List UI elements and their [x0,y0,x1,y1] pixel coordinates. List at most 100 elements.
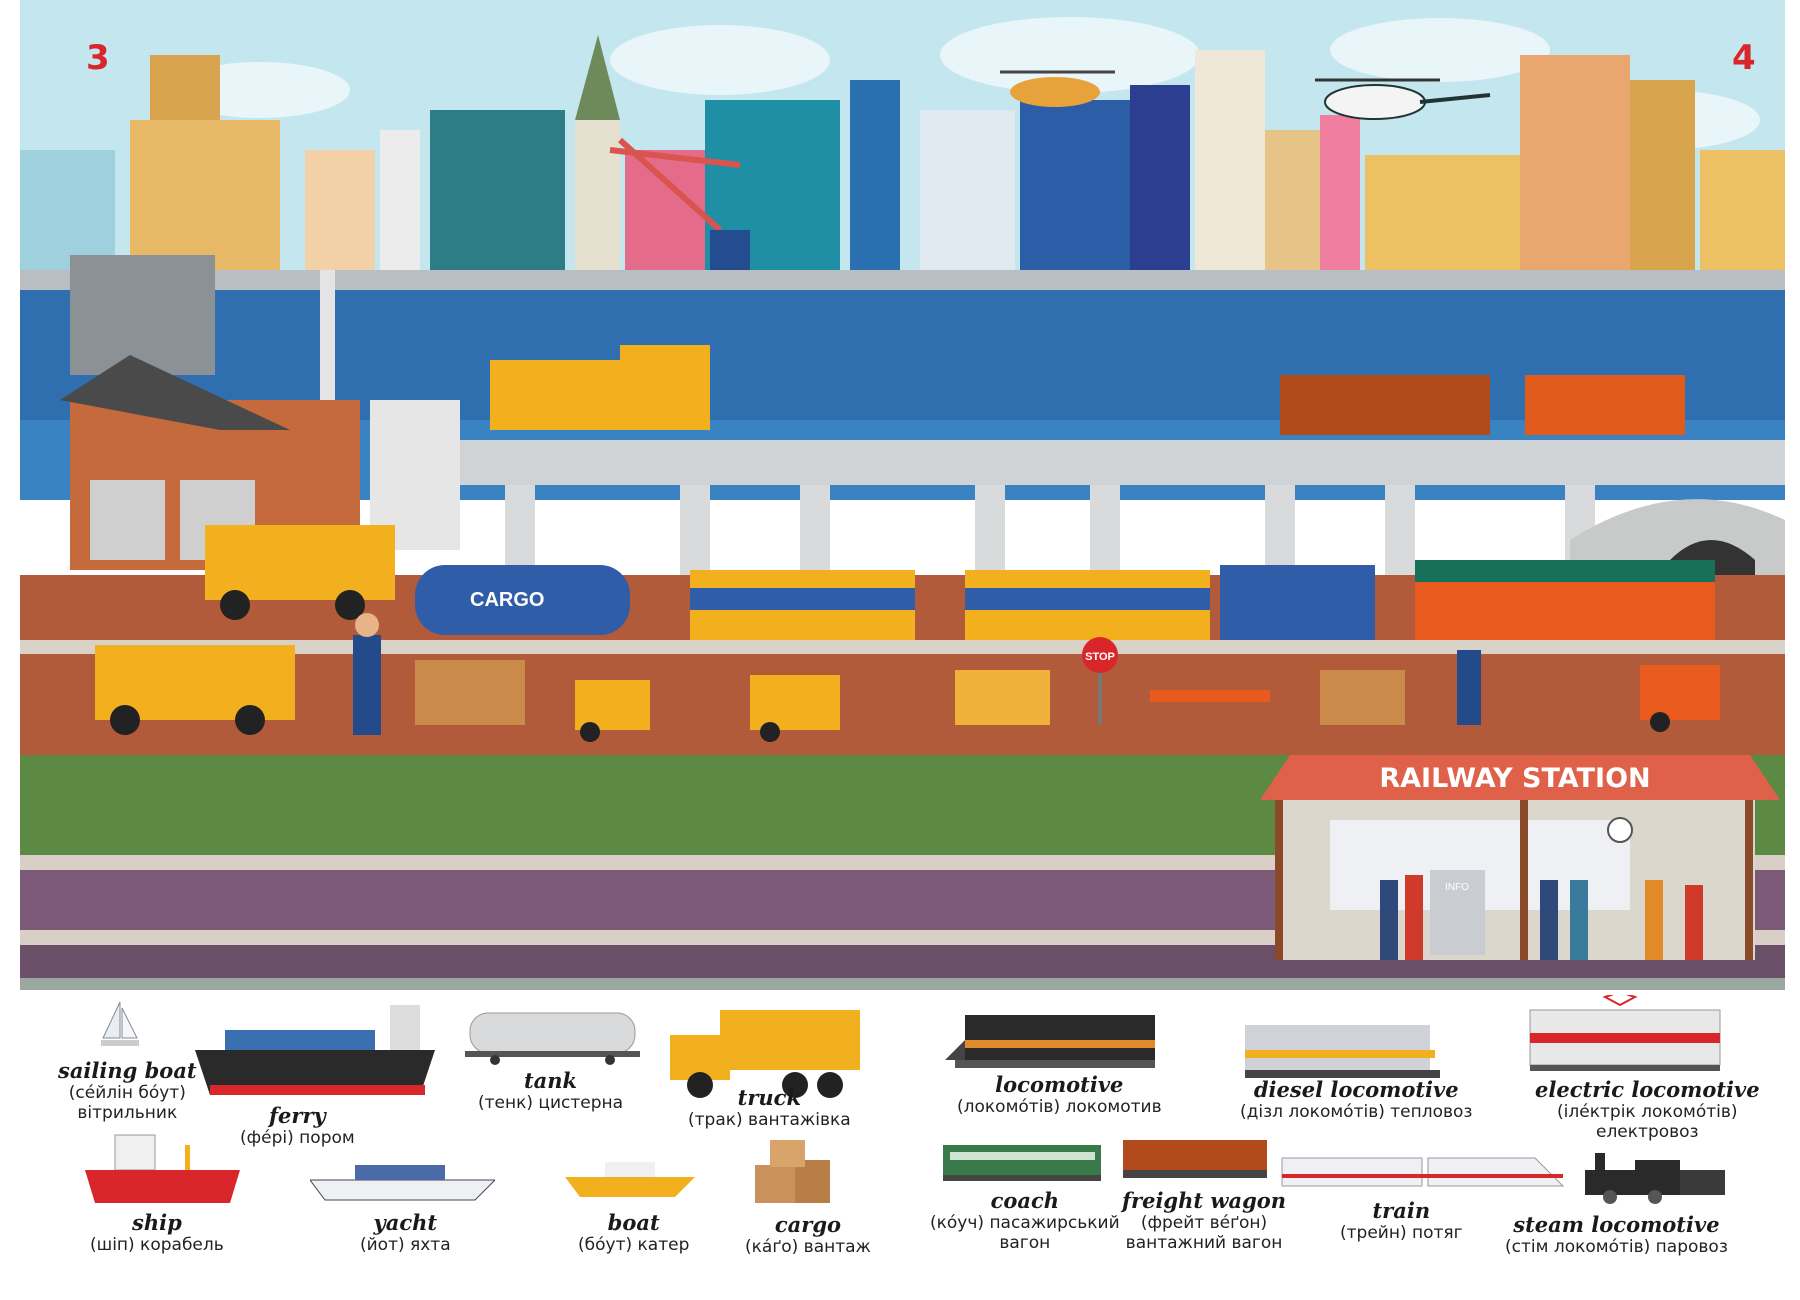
train-icon [1281,1157,1565,1187]
term-english: ferry [268,1103,326,1128]
upper-hopper-wagon [1525,375,1685,435]
page-number-right: 4 [1732,38,1756,78]
term-english: freight wagon [1122,1188,1287,1213]
page-number-left: 3 [86,38,110,78]
stop-sign-label: STOP [1085,651,1115,663]
forklift-1 [575,680,650,742]
term-translation: (бóут) катер [578,1235,690,1255]
passenger-coach-2 [965,570,1210,640]
term-english: electric locomotive [1535,1077,1760,1102]
term-translation: (трейн) потяг [1340,1223,1463,1243]
term-translation: вітрильник [77,1103,178,1123]
yard-track [20,640,1785,654]
tank-car-icon [465,1012,640,1065]
truck-icon [670,1010,860,1098]
forklift-3 [1640,665,1720,732]
term-english: cargo [774,1212,842,1237]
glossary-item-sailing-boat: sailing boat (сéйлін бóут) вітрильник [58,1058,197,1123]
worker [353,613,381,735]
forklift-2 [750,675,840,742]
info-sign: INFO [1445,882,1469,893]
term-translation: (дізл локомóтів) тепловоз [1240,1102,1473,1122]
port-crane [609,137,741,233]
term-translation: (трак) вантажівка [688,1110,851,1130]
term-translation: електровоз [1595,1122,1699,1142]
term-translation: (шіп) корабель [90,1235,224,1255]
diesel-locomotive-icon [1245,1025,1440,1078]
upper-log-wagon [1280,375,1490,435]
term-english: tank [523,1068,578,1093]
viaduct-deck [460,440,1785,485]
vocabulary-legend: sailing boat (сéйлін бóут) вітрильник fe… [0,990,1800,1300]
blue-locomotive [1220,565,1375,640]
glossary-item-truck: truck (трак) вантажівка [688,1085,851,1130]
scene-baseline [20,978,1785,990]
glossary-item-steam-locomotive: steam locomotive (стім локомóтів) парово… [1505,1212,1728,1257]
sailboat-icon [101,1001,139,1046]
glossary-item-coach: coach (кóуч) пасажирський вагон [930,1188,1120,1253]
helicopter-white [1315,78,1491,120]
glossary-item-cargo: cargo (кáґо) вантаж [745,1212,871,1257]
tank-car: CARGO [415,565,630,635]
term-translation: (локомóтів) локомотив [957,1097,1162,1117]
boat-icon [565,1162,695,1197]
passenger-coach-1 [690,570,915,640]
glossary-item-locomotive: locomotive (локомóтів) локомотив [957,1072,1162,1117]
term-translation: вантажний вагон [1125,1233,1283,1253]
glossary-item-electric-locomotive: electric locomotive (ілéктрік локомóтів)… [1535,1077,1760,1142]
electric-locomotive-icon [1529,995,1721,1071]
term-transcription: (сéйлін бóут) [68,1083,186,1103]
ferry-icon [195,1005,435,1095]
tank-car-label: CARGO [470,589,544,611]
clock-icon [1607,817,1633,843]
term-english: boat [607,1210,660,1235]
crate-pile-2 [1320,670,1405,725]
term-translation: (фéрі) пором [240,1128,355,1148]
glossary-item-tank: tank (тенк) цистерна [478,1068,623,1113]
locomotive-icon [945,1015,1155,1068]
term-translation: (стім локомóтів) паровоз [1505,1237,1728,1257]
glossary-item-ferry: ferry (фéрі) пором [240,1103,355,1148]
level-crossing-barrier [1150,690,1270,702]
passengers [1380,875,1703,960]
glossary-item-freight-wagon: freight wagon (фрейт вéґон) вантажний ва… [1122,1188,1286,1253]
yacht-icon [310,1165,495,1201]
term-english: diesel locomotive [1253,1077,1459,1102]
freight-wagon-icon [1123,1140,1267,1178]
term-english: truck [737,1085,802,1110]
term-translation: (йот) яхта [360,1235,451,1255]
cargo-boxes-icon [755,1140,830,1203]
dump-truck-1 [205,525,395,620]
term-transcription: (кóуч) пасажирський [930,1213,1120,1233]
city-skyline [20,35,1785,270]
crate-pile-1 [415,660,525,725]
upper-diesel-loco [490,345,710,430]
term-english: yacht [373,1210,438,1235]
term-english: train [1372,1198,1431,1223]
ship-icon [85,1134,240,1203]
scene-illustration: CARGO STOP RAILWAY STATION INFO [20,0,1785,990]
orange-diesel-locomotive [1415,560,1715,640]
glossary-item-ship: ship (шіп) корабель [90,1210,224,1255]
term-english: steam locomotive [1513,1212,1720,1237]
term-english: ship [132,1210,182,1235]
steam-locomotive-icon [1585,1153,1725,1204]
term-english: locomotive [995,1072,1124,1097]
term-transcription: (фрейт вéґон) [1140,1213,1268,1233]
term-transcription: (ілéктрік локомóтів) [1557,1102,1738,1122]
helicopter-orange [1000,70,1115,107]
coach-icon [943,1145,1101,1181]
term-translation: (тенк) цистерна [478,1093,624,1113]
term-translation: вагон [999,1233,1051,1253]
porter [1457,650,1481,725]
term-english: coach [990,1188,1060,1213]
glossary-item-diesel-locomotive: diesel locomotive (дізл локомóтів) тепло… [1240,1077,1472,1122]
glossary-item-boat: boat (бóут) катер [578,1210,689,1255]
term-translation: (кáґо) вантаж [745,1237,871,1257]
stop-sign: STOP [1082,637,1118,725]
transport-scene: CARGO STOP RAILWAY STATION INFO 3 4 [20,0,1785,990]
term-english: sailing boat [58,1058,197,1083]
quay [20,270,1785,290]
glossary-item-yacht: yacht (йот) яхта [360,1210,451,1255]
pallets [955,670,1050,725]
